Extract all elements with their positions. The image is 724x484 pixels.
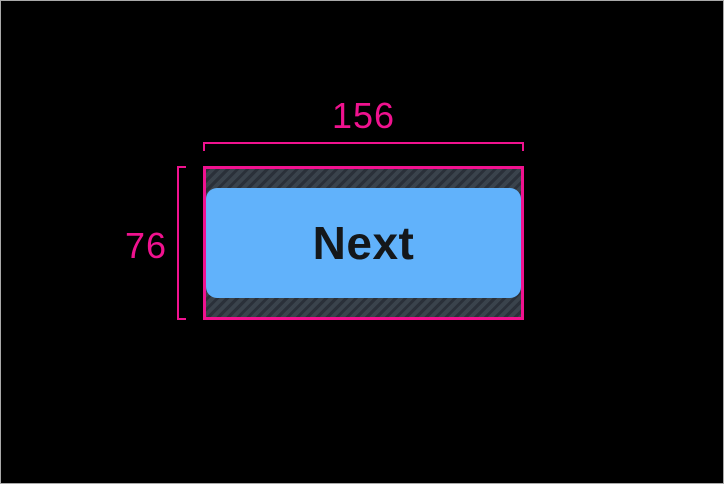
next-button-label: Next bbox=[312, 217, 415, 269]
height-dimension-label: 76 bbox=[124, 225, 167, 266]
width-dimension-bracket bbox=[203, 142, 524, 151]
touch-target-bounds: Next bbox=[203, 166, 524, 320]
height-dimension-bracket bbox=[177, 166, 186, 320]
width-dimension-label: 156 bbox=[331, 95, 396, 136]
next-button[interactable]: Next bbox=[206, 188, 521, 298]
